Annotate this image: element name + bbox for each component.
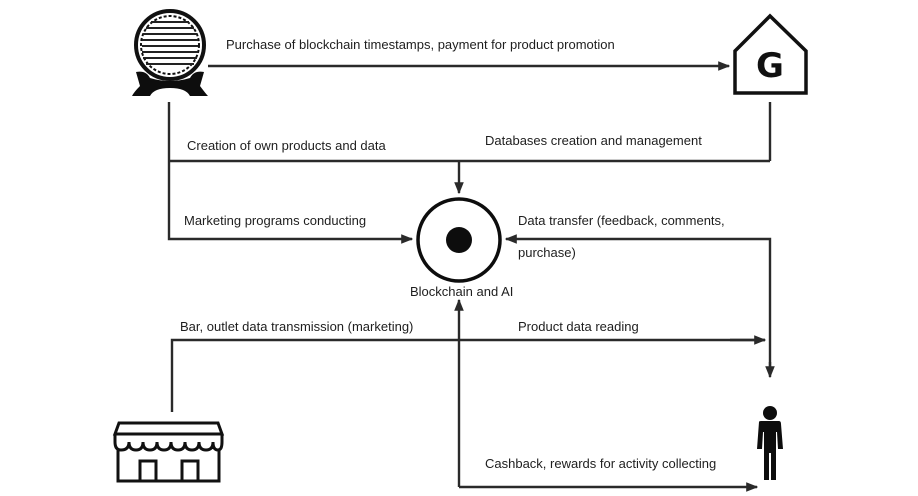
label-marketing-programs: Marketing programs conducting	[184, 213, 367, 228]
label-own-products: Creation of own products and data	[187, 138, 386, 153]
edge-outlet-transmission	[170, 338, 765, 412]
label-core: Blockchain and AI	[410, 284, 514, 299]
barrel-icon	[132, 9, 208, 96]
label-data-transfer-1: Data transfer (feedback, comments,	[518, 213, 725, 228]
label-outlet-transmission: Bar, outlet data transmission (marketing…	[180, 319, 414, 334]
g-letter: G	[756, 46, 784, 86]
storefront-icon	[112, 421, 225, 483]
label-data-transfer-2: purchase)	[518, 245, 576, 260]
person-icon	[757, 406, 783, 480]
label-cashback: Cashback, rewards for activity collectin…	[485, 456, 717, 471]
label-databases: Databases creation and management	[485, 133, 702, 148]
edge-data-transfer	[504, 234, 772, 370]
label-purchase-timestamps: Purchase of blockchain timestamps, payme…	[226, 37, 615, 52]
house-g-icon: G	[733, 13, 808, 95]
label-product-reading: Product data reading	[518, 319, 639, 334]
target-circle-icon	[416, 197, 502, 283]
connectors	[167, 61, 775, 492]
edge-marketing-programs	[167, 102, 414, 244]
